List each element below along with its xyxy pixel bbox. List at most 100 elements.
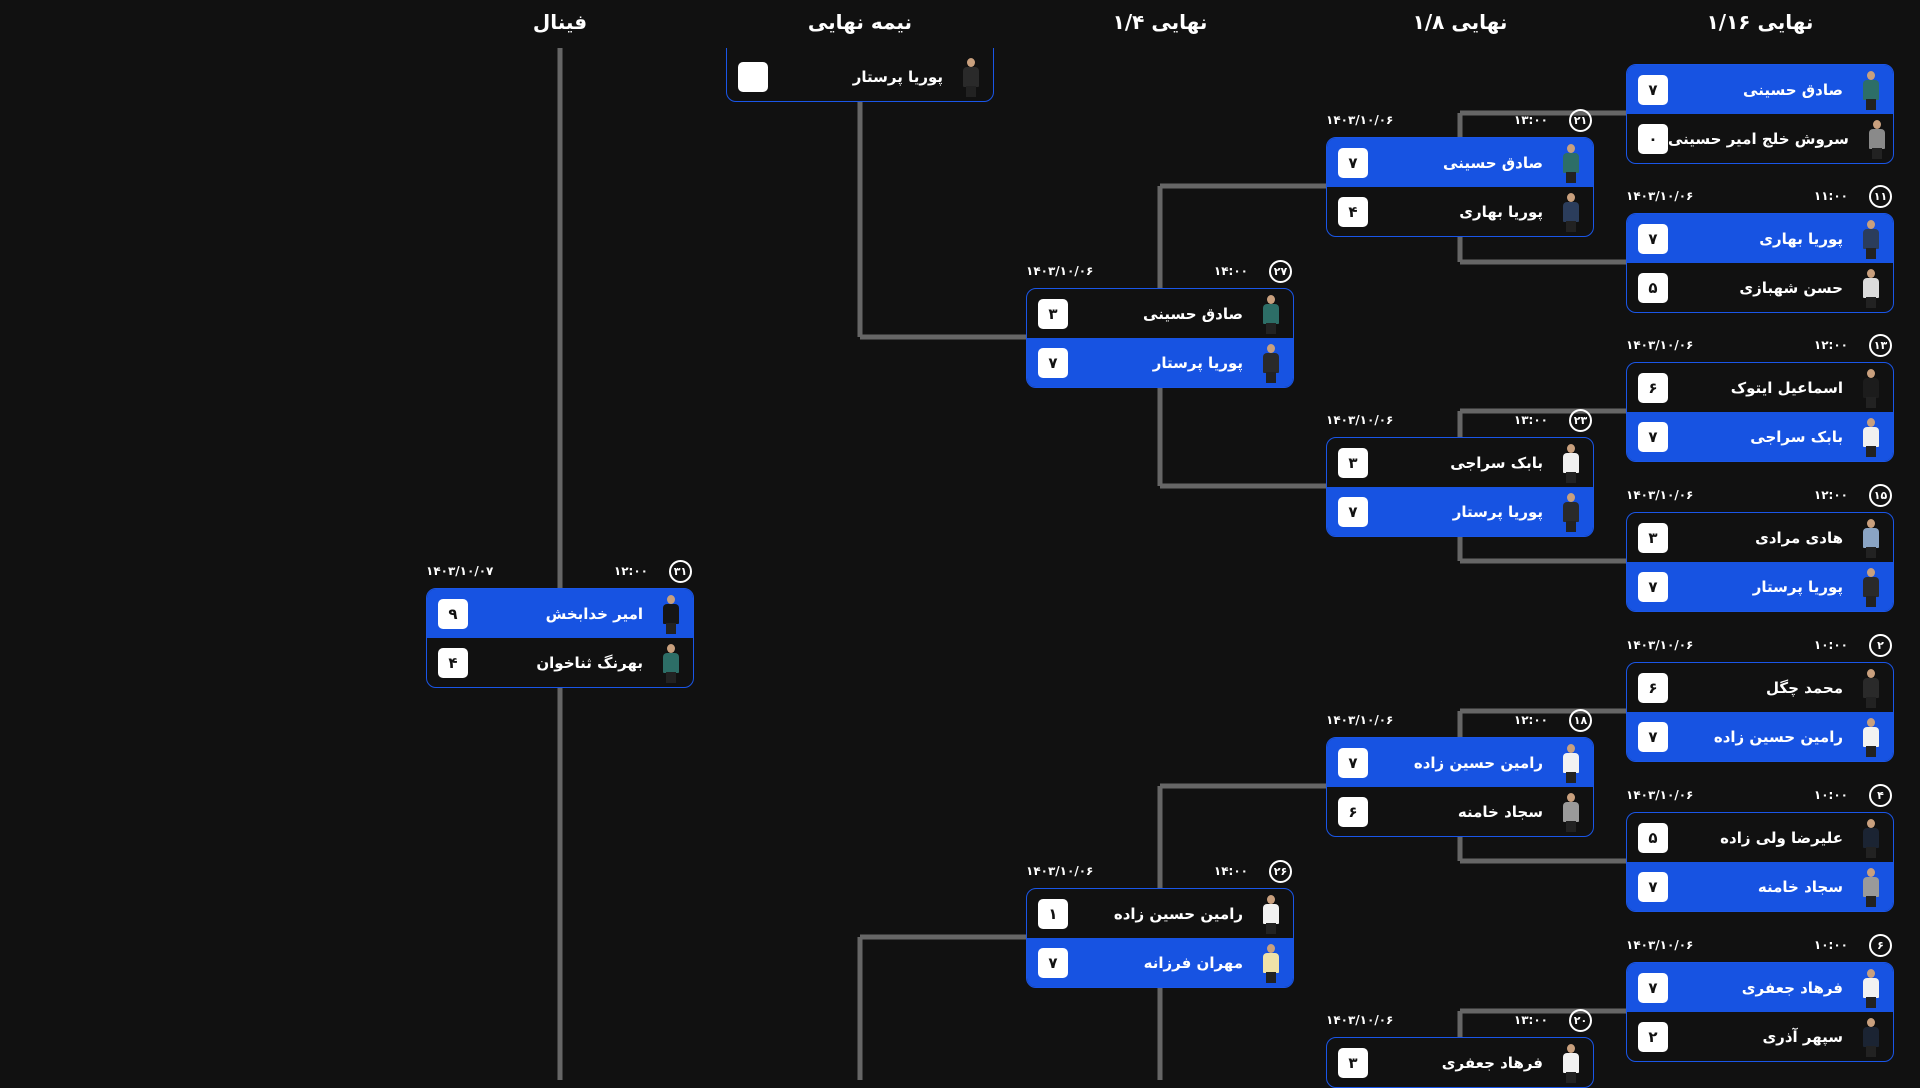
score-box: ۰ xyxy=(1638,123,1668,154)
player-photo-icon xyxy=(1861,368,1881,408)
player-photo-icon xyxy=(1261,894,1281,934)
player-photo-icon xyxy=(1561,792,1581,832)
player-photo-icon xyxy=(1561,443,1581,483)
match-date: ۱۴۰۳/۱۰/۰۶ xyxy=(1326,113,1394,127)
match-date: ۱۴۰۳/۱۰/۰۶ xyxy=(1626,488,1694,502)
player-photo-icon xyxy=(1561,143,1581,183)
player-photo-icon xyxy=(1861,968,1881,1008)
player-photo-icon xyxy=(1861,717,1881,757)
player-row-winner[interactable]: ۹ امیر خدابخش xyxy=(427,589,693,638)
round-title: فینال xyxy=(532,10,588,34)
round-title: ۱/۱۶ نهایی xyxy=(1706,10,1814,34)
player-photo-icon xyxy=(1861,818,1881,858)
score-box: ۷ xyxy=(1638,871,1668,902)
player-name: حسن شهبازی xyxy=(1739,278,1843,297)
round-title: ۱/۸ نهایی xyxy=(1412,10,1508,34)
player-name: امیر خدابخش xyxy=(545,604,643,623)
match-time: ۱۳:۰۰ xyxy=(1513,113,1548,127)
match-time: ۱۲:۰۰ xyxy=(613,564,648,578)
player-photo-icon xyxy=(1861,268,1881,308)
player-photo-icon xyxy=(1561,1043,1581,1083)
match-date: ۱۴۰۳/۱۰/۰۶ xyxy=(1626,638,1694,652)
player-name: صادق حسینی xyxy=(1443,153,1543,172)
match-date: ۱۴۰۳/۱۰/۰۶ xyxy=(1626,938,1694,952)
match-time: ۱۲:۰۰ xyxy=(1813,338,1848,352)
player-photo-icon xyxy=(1861,518,1881,558)
match-number-badge: ۲۱ xyxy=(1569,109,1592,132)
match-number-badge: ۲۳ xyxy=(1569,409,1592,432)
score-box: ۷ xyxy=(1338,496,1368,527)
player-photo-icon xyxy=(1561,192,1581,232)
player-photo-icon xyxy=(1561,743,1581,783)
match-time: ۱۳:۰۰ xyxy=(1513,1013,1548,1027)
match-time: ۱۳:۰۰ xyxy=(1513,413,1548,427)
player-name: بابک سراجی xyxy=(1450,453,1543,472)
score-box: ۹ xyxy=(438,598,468,629)
match-number-badge: ۶ xyxy=(1869,934,1892,957)
player-photo-icon xyxy=(1261,943,1281,983)
match-info: ۱۴۰۳/۱۰/۰۶ ۱۳:۰۰ ۲۱ xyxy=(1326,109,1594,132)
player-photo-icon xyxy=(661,643,681,683)
score-box: ۷ xyxy=(1638,972,1668,1003)
score-box: ۵ xyxy=(1638,822,1668,853)
player-name: پوریا پرستار xyxy=(1752,577,1843,596)
score-box: ۱ xyxy=(1038,898,1068,929)
player-row[interactable]: پوریا پرستار xyxy=(727,52,993,101)
player-photo-icon xyxy=(1867,119,1887,159)
player-name: بابک سراجی xyxy=(1750,427,1843,446)
match-date: ۱۴۰۳/۱۰/۰۶ xyxy=(1026,264,1094,278)
player-name: سجاد خامنه xyxy=(1457,802,1543,821)
score-box: ۷ xyxy=(1038,347,1068,378)
match-date: ۱۴۰۳/۱۰/۰۶ xyxy=(1026,864,1094,878)
player-photo-icon xyxy=(661,594,681,634)
match-number-badge: ۳۱ xyxy=(669,560,692,583)
match-time: ۱۱:۰۰ xyxy=(1813,189,1848,203)
player-name: اسماعیل ایتوک xyxy=(1730,378,1843,397)
score-box: ۷ xyxy=(1638,721,1668,752)
player-name: صادق حسینی xyxy=(1143,304,1243,323)
